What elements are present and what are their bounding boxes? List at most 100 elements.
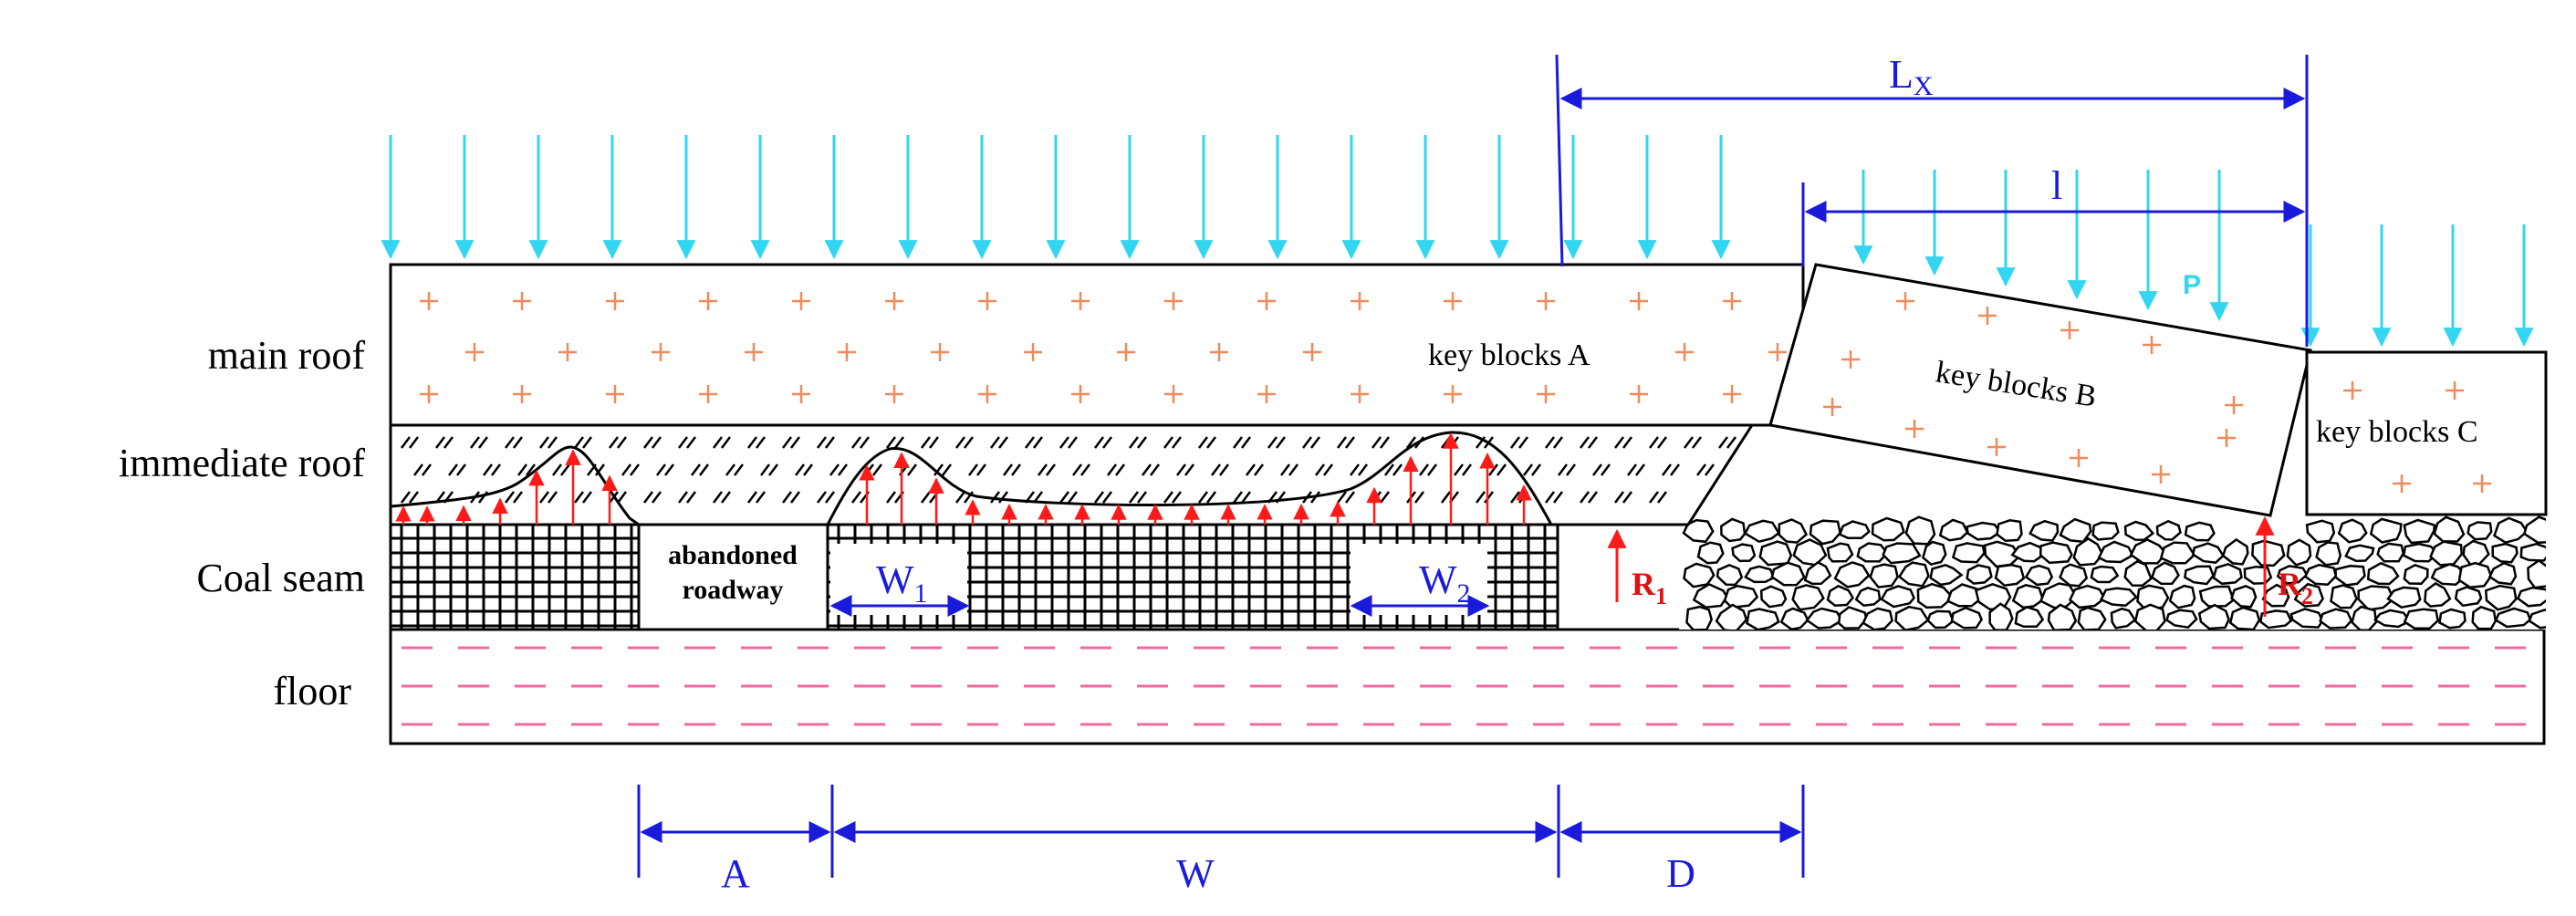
rubble-stone (2519, 542, 2546, 562)
reaction-r2: R2 (2255, 515, 2313, 617)
hatch-mark (1094, 491, 1104, 504)
rubble-stone (1994, 563, 2026, 588)
svg-text:roadway: roadway (682, 575, 783, 605)
hatch-mark (1476, 491, 1486, 504)
hatch-mark (1038, 463, 1048, 476)
hatch-mark (1649, 436, 1659, 449)
reaction-r1: R1 (1607, 528, 1667, 609)
key-block-a: key blocks A (389, 263, 1805, 427)
rubble-stone (2047, 603, 2078, 630)
rubble-stone (2198, 585, 2236, 608)
hatch-mark (734, 463, 744, 476)
hatch-mark (790, 436, 800, 449)
dimension-w-label: W (1176, 851, 1215, 896)
hatch-mark (548, 436, 558, 449)
hatch-mark (1558, 463, 1568, 476)
hatch-mark (1163, 491, 1173, 504)
rubble-stone (1862, 607, 1893, 630)
rubble-stone (2293, 582, 2324, 608)
hatch-mark (964, 436, 974, 449)
hatch-mark (401, 491, 411, 504)
hatch-mark (825, 436, 835, 449)
svg-text:R1: R1 (1632, 566, 1667, 609)
hatch-mark (1414, 491, 1424, 504)
rubble-stone (1759, 585, 1788, 609)
rubble-stone (1744, 565, 1776, 584)
hatch-mark (1323, 463, 1333, 476)
rubble-stone (1854, 586, 1882, 608)
rubble-stone (2337, 518, 2368, 544)
rubble-stone (1720, 517, 1747, 543)
hatch-mark (435, 436, 445, 449)
hatch-mark (448, 463, 458, 476)
hatch-mark (699, 463, 709, 476)
rubble-stone (1758, 540, 1793, 567)
dimension-w1: W1 (829, 557, 970, 617)
rubble-stone (2315, 541, 2342, 567)
hatch-mark (851, 436, 861, 449)
rubble-stone (2024, 564, 2054, 587)
hatch-mark (1622, 491, 1632, 504)
rubble-stone (2077, 606, 2107, 630)
hatch-mark (582, 436, 592, 449)
hatch-mark (851, 491, 861, 504)
rubble-stone (1805, 607, 1843, 630)
hatch-mark (998, 436, 1008, 449)
hatch-mark (721, 436, 731, 449)
hatch-mark (1588, 436, 1598, 449)
rubble-stone (1770, 561, 1806, 587)
svg-text:W1: W1 (876, 557, 928, 609)
hatch-mark (1254, 463, 1264, 476)
hatch-mark (817, 436, 827, 449)
hatch-mark (1172, 436, 1182, 449)
hatch-mark (1427, 463, 1437, 476)
hatch-mark (976, 463, 986, 476)
hatch-mark (1025, 436, 1035, 449)
hatch-mark (1206, 491, 1216, 504)
rubble-stone (2155, 519, 2182, 541)
hatch-mark (1003, 463, 1013, 476)
rubble-stone (1715, 603, 1748, 630)
rubble-stone (1716, 563, 1744, 587)
hatch-mark (1392, 463, 1403, 476)
hatch-mark (491, 463, 501, 476)
hatch-mark (1233, 491, 1243, 504)
rubble-stone (2522, 515, 2546, 545)
hatch-mark (1662, 463, 1672, 476)
hatch-mark (413, 463, 423, 476)
rubble-stone (2466, 521, 2493, 541)
rubble-stone (1880, 585, 1915, 609)
rubble-stone (1778, 518, 1809, 544)
hatch-mark (1211, 463, 1221, 476)
hatch-mark (664, 463, 674, 476)
hatch-mark (595, 463, 605, 476)
hatch-mark (790, 491, 800, 504)
rubble-stone (1904, 515, 1936, 546)
immediate-roof-layer (389, 423, 1755, 526)
hatch-mark (621, 463, 631, 476)
hatch-mark (1406, 436, 1416, 449)
hatch-mark (513, 491, 523, 504)
hatch-mark (907, 463, 917, 476)
hatch-mark (1046, 463, 1056, 476)
hatch-mark (1497, 463, 1507, 476)
hatch-mark (921, 491, 931, 504)
rubble-stone (2386, 586, 2422, 609)
rubble-stone (1856, 542, 1889, 563)
rubble-stone (1809, 519, 1841, 546)
hatch-mark (552, 463, 562, 476)
rubble-stone (1743, 519, 1780, 544)
rubble-stone (2373, 609, 2412, 629)
hatch-mark (1705, 463, 1715, 476)
rubble-stone (2184, 521, 2216, 542)
hatch-mark (470, 436, 480, 449)
rubble-stone (1838, 520, 1871, 540)
rubble-stone (1746, 608, 1780, 630)
hatch-mark (1059, 436, 1069, 449)
rubble-stone (1696, 541, 1725, 565)
rubble-stone (2305, 519, 2336, 544)
rubble-stone (1731, 543, 1757, 563)
hatch-mark (1441, 491, 1451, 504)
rubble-stone (2289, 608, 2324, 629)
rubble-stone (2133, 603, 2166, 630)
